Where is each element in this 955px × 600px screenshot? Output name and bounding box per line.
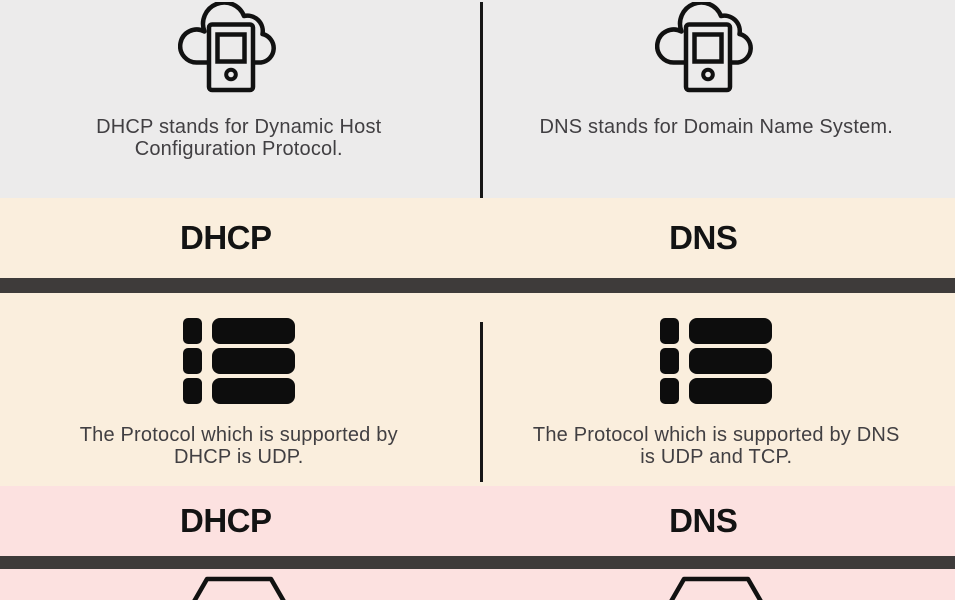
dhcp-definition-cell: DHCP stands for Dynamic Host Configurati… — [0, 2, 478, 198]
label-band-2: DHCP DNS — [0, 486, 955, 556]
dhcp-label-cell: DHCP — [0, 219, 478, 257]
dns-protocol-cell: The Protocol which is supported by DNS i… — [478, 318, 955, 486]
dns-definition-cell: DNS stands for Domain Name System. — [478, 2, 955, 198]
dhcp-protocol-cell: The Protocol which is supported by DHCP … — [0, 318, 478, 486]
dhcp-protocol-text: The Protocol which is supported by DHCP … — [79, 424, 398, 468]
dns-heading: DNS — [669, 502, 738, 539]
cloud-device-icon — [655, 2, 754, 93]
protocol-section: The Protocol which is supported by DHCP … — [0, 293, 955, 486]
cloud-device-icon — [177, 2, 276, 93]
dns-label-cell: DNS — [478, 502, 955, 540]
divider-bar — [0, 556, 955, 569]
dhcp-heading: DHCP — [179, 219, 272, 256]
dhcp-definition-text: DHCP stands for Dynamic Host Configurati… — [96, 116, 382, 160]
hexagon-icon — [669, 576, 763, 600]
list-icon — [660, 318, 773, 404]
next-section-partial — [0, 569, 955, 600]
vertical-divider — [480, 2, 483, 198]
dhcp-heading: DHCP — [179, 502, 272, 539]
dns-label-cell: DNS — [478, 219, 955, 257]
hexagon-icon — [192, 576, 286, 600]
dns-definition-text: DNS stands for Domain Name System. — [539, 116, 894, 138]
label-band-1: DHCP DNS — [0, 198, 955, 278]
dhcp-next-cell — [0, 569, 478, 600]
vertical-divider — [480, 322, 483, 482]
dns-protocol-text: The Protocol which is supported by DNS i… — [532, 424, 900, 468]
list-icon — [182, 318, 295, 404]
dns-next-cell — [478, 569, 955, 600]
divider-bar — [0, 278, 955, 293]
dns-heading: DNS — [669, 219, 738, 256]
dhcp-label-cell: DHCP — [0, 502, 478, 540]
definition-section: DHCP stands for Dynamic Host Configurati… — [0, 0, 955, 198]
